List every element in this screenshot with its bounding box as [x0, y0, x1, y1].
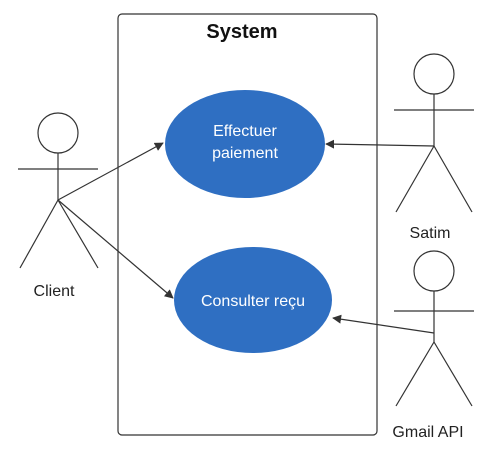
association-satim-effectuer-paiement	[325, 139, 435, 149]
stick-figure-icon	[394, 53, 474, 213]
association-gmail-api-consulter-recu	[332, 314, 435, 334]
actor-client[interactable]: Client	[18, 112, 99, 300]
association-client-consulter-recu	[57, 199, 174, 299]
use-case-label: Consulter reçu	[201, 293, 305, 310]
actor-label: Satim	[410, 225, 451, 242]
use-case-ellipse	[165, 90, 325, 198]
use-case-ellipse	[174, 247, 332, 353]
actor-gmail-api[interactable]: Gmail API	[392, 250, 474, 441]
stick-figure-icon	[394, 250, 474, 407]
stick-figure-icon	[18, 112, 99, 269]
use-case-effectuer-paiement[interactable]: Effectuer paiement	[165, 90, 325, 198]
actor-label: Gmail API	[392, 424, 463, 441]
system-title: System	[206, 21, 277, 43]
actor-satim[interactable]: Satim	[394, 53, 474, 242]
actor-label: Client	[34, 283, 75, 300]
use-case-consulter-recu[interactable]: Consulter reçu	[174, 247, 332, 353]
use-case-label-line1: Effectuer	[213, 123, 277, 140]
use-case-label-line2: paiement	[212, 145, 278, 162]
association-client-effectuer-paiement	[57, 142, 164, 201]
system-boundary	[117, 13, 378, 436]
